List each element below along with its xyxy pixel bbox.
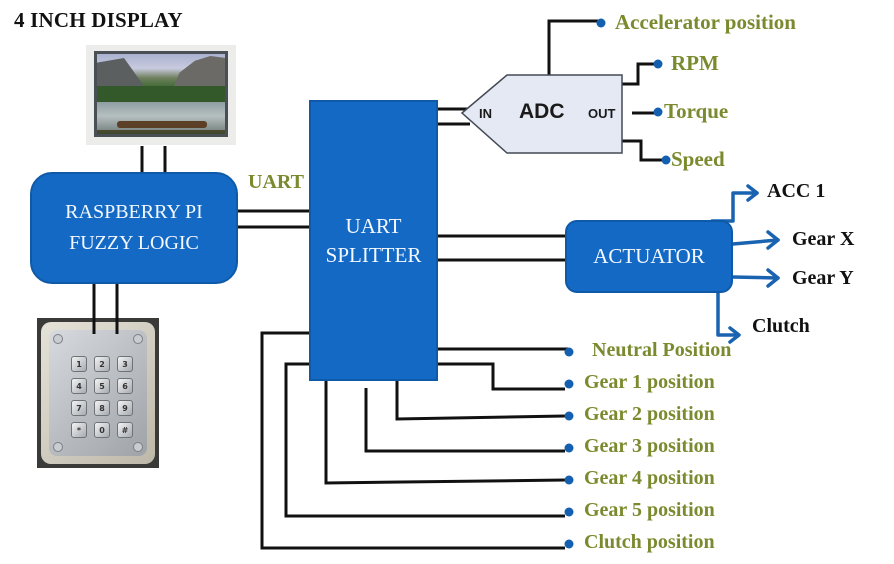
wire-adc-speed (622, 139, 665, 162)
label-gear-y: Gear Y (792, 267, 854, 289)
keypad-key: 0 (94, 422, 110, 438)
connector-dots (564, 18, 671, 549)
wire-gear3 (364, 388, 565, 453)
label-clutch-position: Clutch position (584, 531, 715, 553)
adc-in-label: IN (479, 106, 492, 121)
label-speed: Speed (671, 147, 725, 171)
dot-neutral (564, 347, 574, 357)
label-gear1-position: Gear 1 position (584, 371, 715, 393)
adc-block (460, 74, 623, 154)
screw-icon (53, 334, 63, 344)
keypad-key: 2 (94, 356, 110, 372)
keypad-key: 8 (94, 400, 110, 416)
arrow-geary-line (731, 275, 780, 280)
keypad-key: 6 (117, 378, 133, 394)
dot-gear2 (564, 411, 574, 421)
keypad-key: * (71, 422, 87, 438)
label-gear-x: Gear X (792, 228, 855, 250)
label-gear3-position: Gear 3 position (584, 435, 715, 457)
wire-gear4 (324, 381, 566, 485)
display-screen (94, 51, 228, 137)
splitter-label-line2: SPLITTER (325, 242, 422, 267)
rpi-label-line2: FUZZY LOGIC (69, 232, 199, 254)
log (117, 121, 207, 128)
actuator-block: ACTUATOR (565, 220, 733, 293)
adc-label: ADC (519, 100, 565, 123)
adc-out-label: OUT (588, 106, 616, 121)
keypad-face: 1 2 3 4 5 6 7 8 9 * 0 # (49, 330, 147, 456)
splitter-label-line1: UART (345, 213, 402, 238)
arrow-gearx-head (766, 230, 780, 250)
uart-splitter-block: UART SPLITTER (309, 100, 438, 381)
wire-gear1 (438, 362, 565, 391)
arrow-acc1-head (746, 184, 759, 202)
actuator-label: ACTUATOR (593, 244, 705, 268)
keypad-key: 7 (71, 400, 87, 416)
wire-adc-accelerator (547, 19, 598, 75)
rpi-label-line1: RASPBERRY PI (65, 201, 203, 223)
screw-icon (133, 442, 143, 452)
raspberry-pi-block: RASPBERRY PI FUZZY LOGIC (30, 172, 238, 284)
keypad-key: 3 (117, 356, 133, 372)
keypad-key: 1 (71, 356, 87, 372)
dot-accelerator (596, 18, 606, 28)
wire-adc-rpm (622, 62, 655, 86)
uart-label: UART (248, 171, 304, 193)
arrow-geary-head (766, 268, 780, 288)
arrow-gearx-line (731, 238, 780, 246)
arrow-clutch-head (728, 326, 741, 344)
keypad-key: 5 (94, 378, 110, 394)
label-acc1: ACC 1 (767, 180, 826, 202)
arrow-clutch-line (716, 291, 740, 337)
dot-clutch (564, 539, 574, 549)
label-clutch: Clutch (752, 315, 810, 337)
label-torque: Torque (664, 99, 729, 123)
display-title: 4 INCH DISPLAY (14, 8, 183, 32)
dot-gear1 (564, 379, 574, 389)
tree-line (97, 86, 225, 102)
screw-icon (53, 442, 63, 452)
dot-gear5 (564, 507, 574, 517)
label-rpm: RPM (671, 51, 719, 75)
screw-icon (133, 334, 143, 344)
keypad-plate: 1 2 3 4 5 6 7 8 9 * 0 # (41, 322, 155, 464)
keypad-image: 1 2 3 4 5 6 7 8 9 * 0 # (37, 318, 159, 468)
dot-torque (653, 107, 663, 117)
wire-gear5 (284, 362, 565, 518)
wires-black (92, 19, 665, 550)
dot-gear4 (564, 475, 574, 485)
dot-speed (661, 155, 671, 165)
wire-gear2 (395, 381, 566, 421)
label-neutral-position: Neutral Position (592, 339, 732, 361)
label-gear5-position: Gear 5 position (584, 499, 715, 521)
label-gear2-position: Gear 2 position (584, 403, 715, 425)
dot-rpm (653, 59, 663, 69)
display-image (86, 45, 236, 145)
keypad-key: 9 (117, 400, 133, 416)
dot-gear3 (564, 443, 574, 453)
keypad-key: # (117, 422, 133, 438)
wire-clutch (260, 331, 565, 550)
keypad-keys: 1 2 3 4 5 6 7 8 9 * 0 # (71, 356, 133, 438)
label-gear4-position: Gear 4 position (584, 467, 715, 489)
label-accelerator-position: Accelerator position (615, 10, 796, 34)
keypad-key: 4 (71, 378, 87, 394)
